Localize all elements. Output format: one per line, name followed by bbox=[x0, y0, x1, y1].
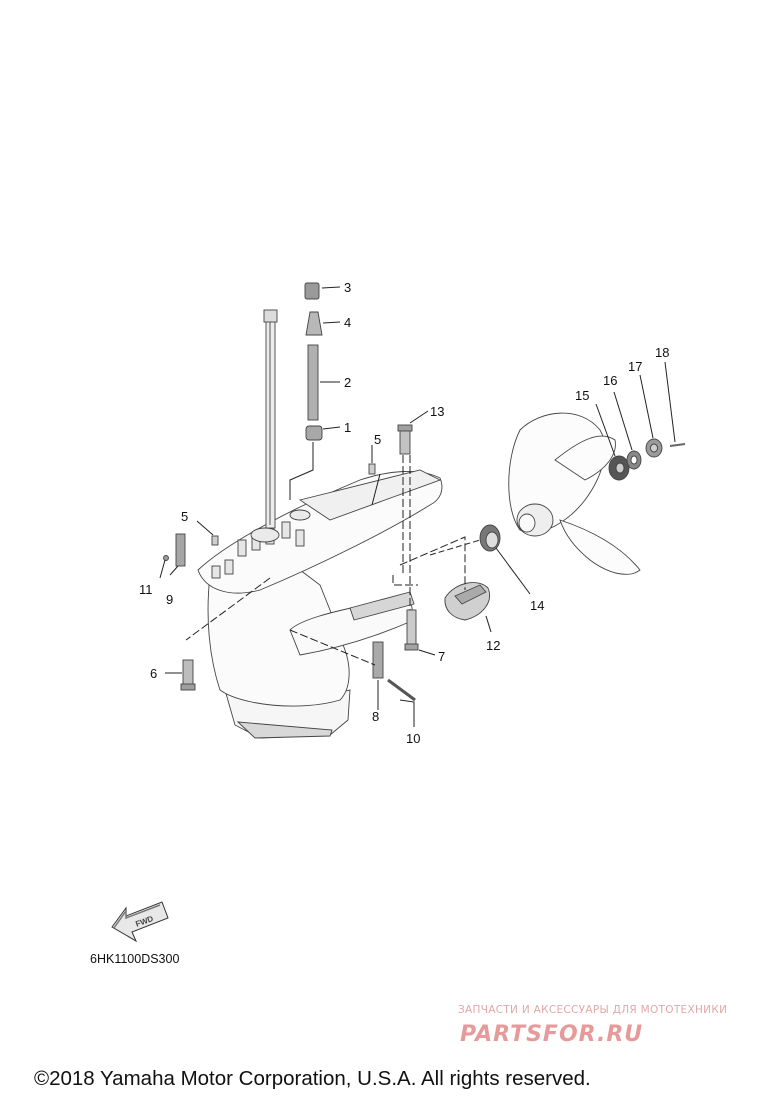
callout-1: 1 bbox=[344, 420, 351, 435]
watermark: ЗАПЧАСТИ И АКСЕССУАРЫ ДЛЯ МОТОТЕХНИКИ PA… bbox=[458, 1004, 727, 1047]
callout-8: 8 bbox=[372, 709, 379, 724]
callout-11: 11 bbox=[139, 582, 153, 597]
part-12-trim-tab bbox=[444, 582, 490, 621]
watermark-tagline: ЗАПЧАСТИ И АКСЕССУАРЫ ДЛЯ МОТОТЕХНИКИ bbox=[458, 1004, 727, 1016]
part-10-bolt bbox=[387, 678, 416, 702]
part-14-thrust-washer bbox=[479, 524, 501, 552]
callout-16: 16 bbox=[603, 373, 617, 388]
part-17-nut bbox=[645, 438, 663, 458]
callout-18: 18 bbox=[655, 345, 669, 360]
callout-4: 4 bbox=[344, 315, 351, 330]
callout-5-left: 5 bbox=[181, 509, 188, 524]
watermark-logo: PARTSFOR.RU bbox=[460, 1022, 643, 1047]
propeller bbox=[508, 412, 641, 575]
callout-3: 3 bbox=[344, 280, 351, 295]
leader-lines bbox=[159, 286, 676, 727]
callout-9: 9 bbox=[166, 592, 173, 607]
part-9-anode bbox=[175, 533, 186, 567]
lower-casing bbox=[197, 469, 443, 739]
part-3-grommet bbox=[304, 282, 320, 300]
part-16-washer bbox=[626, 450, 642, 470]
diagram-code: 6HK1100DS300 bbox=[90, 952, 179, 966]
part-6-bolt bbox=[180, 659, 196, 691]
callout-2: 2 bbox=[344, 375, 351, 390]
callout-6: 6 bbox=[150, 666, 157, 681]
part-15-spacer bbox=[608, 455, 630, 481]
callout-7: 7 bbox=[438, 649, 445, 664]
part-13-bolt bbox=[397, 424, 413, 455]
drive-shaft bbox=[263, 309, 278, 529]
propeller-shaft bbox=[349, 591, 415, 621]
callout-14: 14 bbox=[530, 598, 544, 613]
part-7-bolt bbox=[404, 609, 419, 651]
part-4-seal bbox=[305, 311, 323, 336]
part-2-water-tube bbox=[307, 344, 319, 421]
fwd-arrow: FWD bbox=[111, 901, 169, 943]
part-11-screw bbox=[163, 555, 169, 561]
callout-13: 13 bbox=[430, 404, 444, 419]
callout-15: 15 bbox=[575, 388, 589, 403]
copyright-notice: ©2018 Yamaha Motor Corporation, U.S.A. A… bbox=[34, 1067, 591, 1090]
part-18-cotter-pin bbox=[669, 443, 686, 447]
callout-10: 10 bbox=[406, 731, 420, 746]
part-8-anode bbox=[372, 641, 384, 679]
callout-17: 17 bbox=[628, 359, 642, 374]
part-5-plug-top bbox=[368, 463, 376, 475]
callout-labels: 1 2 3 4 5 5 6 7 8 9 10 11 12 13 14 15 16… bbox=[139, 280, 669, 746]
part-5-plug-left bbox=[211, 535, 219, 546]
callout-12: 12 bbox=[486, 638, 500, 653]
callout-5-upper: 5 bbox=[374, 432, 381, 447]
part-1-grommet bbox=[305, 425, 323, 441]
